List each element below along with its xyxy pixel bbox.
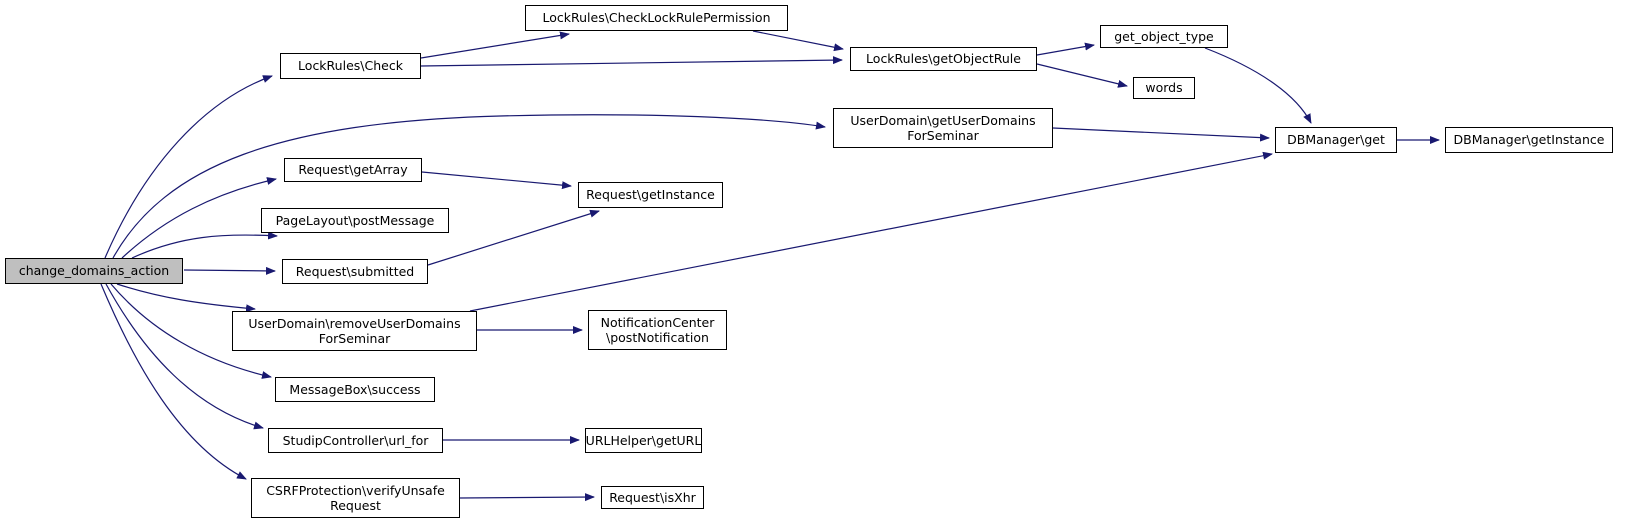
node-dbmanager-get[interactable]: DBManager\get bbox=[1275, 127, 1397, 153]
node-change-domains-action[interactable]: change_domains_action bbox=[5, 258, 183, 284]
node-words[interactable]: words bbox=[1133, 77, 1195, 99]
node-userdomain-getuserdomainsforseminar[interactable]: UserDomain\getUserDomains ForSeminar bbox=[833, 108, 1053, 148]
node-urlhelper-geturl[interactable]: URLHelper\getURL bbox=[585, 428, 702, 453]
node-lockrules-getobjectrule[interactable]: LockRules\getObjectRule bbox=[850, 47, 1037, 71]
node-request-getinstance[interactable]: Request\getInstance bbox=[578, 182, 723, 208]
node-pagelayout-postmessage[interactable]: PageLayout\postMessage bbox=[261, 208, 449, 233]
node-notificationcenter-postnotification[interactable]: NotificationCenter \postNotification bbox=[588, 310, 727, 350]
node-request-getarray[interactable]: Request\getArray bbox=[284, 158, 422, 182]
node-get-object-type[interactable]: get_object_type bbox=[1100, 25, 1228, 48]
node-csrfprotection-verifyunsaferequest[interactable]: CSRFProtection\verifyUnsafe Request bbox=[251, 478, 460, 518]
node-messagebox-success[interactable]: MessageBox\success bbox=[275, 377, 435, 402]
node-studipcontroller-url-for[interactable]: StudipController\url_for bbox=[268, 428, 443, 453]
node-request-submitted[interactable]: Request\submitted bbox=[282, 259, 428, 284]
node-userdomain-removeuserdomainsforseminar[interactable]: UserDomain\removeUserDomains ForSeminar bbox=[232, 311, 477, 351]
node-lockrules-checklockrulepermission[interactable]: LockRules\CheckLockRulePermission bbox=[525, 5, 788, 31]
node-lockrules-check[interactable]: LockRules\Check bbox=[280, 53, 421, 79]
node-dbmanager-getinstance[interactable]: DBManager\getInstance bbox=[1445, 127, 1613, 153]
node-request-isxhr[interactable]: Request\isXhr bbox=[601, 486, 704, 509]
